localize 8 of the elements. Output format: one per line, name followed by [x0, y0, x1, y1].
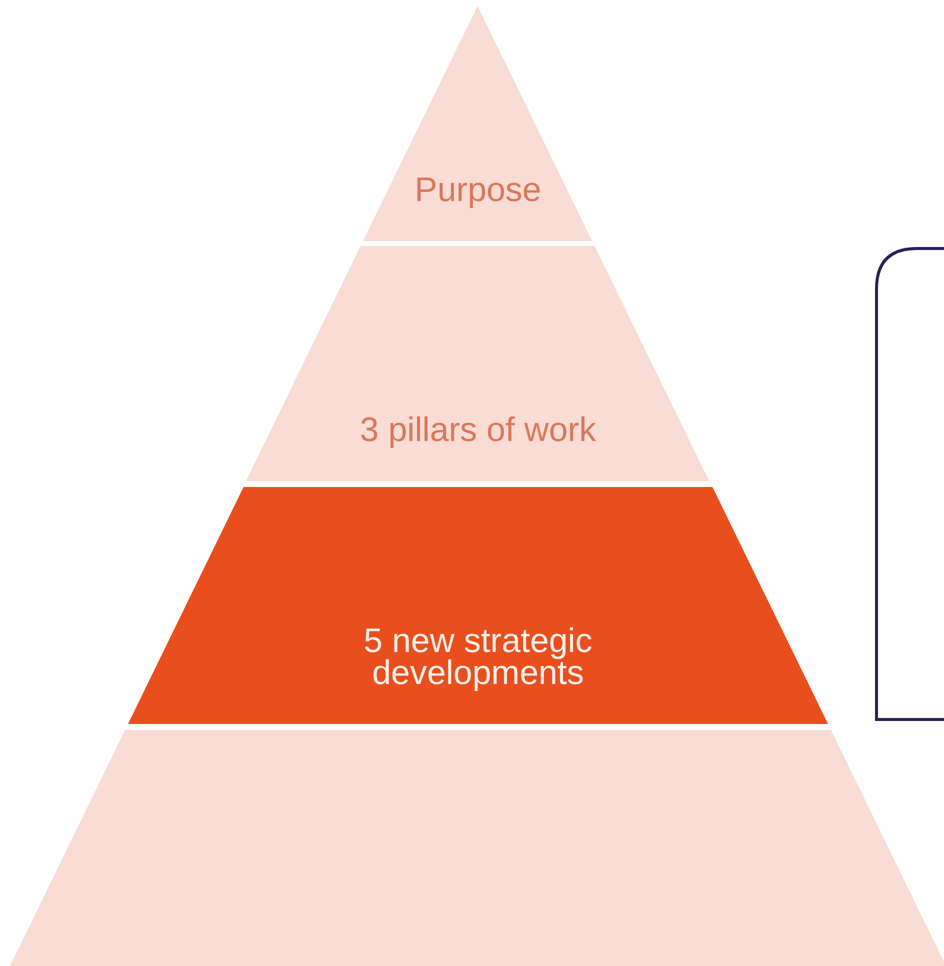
tier-label: 3 pillars of work	[358, 414, 598, 446]
tier-label: 5 new strategic developments	[362, 625, 594, 689]
tier-label: Purpose	[414, 174, 542, 206]
pyramid-band	[10, 730, 944, 966]
rounded-panel	[875, 247, 944, 721]
pyramid-band	[128, 487, 828, 724]
pyramid-band	[246, 246, 710, 481]
pyramid-top-triangle	[363, 6, 593, 241]
